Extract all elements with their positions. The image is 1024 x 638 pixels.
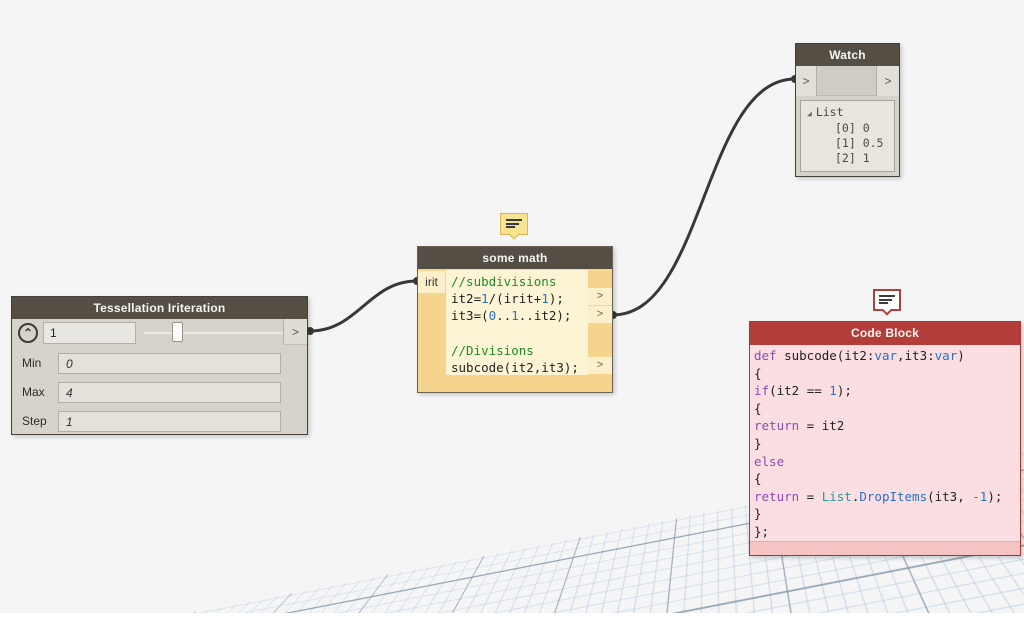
code-line: { bbox=[754, 365, 1020, 383]
slider-track[interactable] bbox=[144, 332, 284, 334]
watch-list-root[interactable]: ◢ List bbox=[807, 105, 894, 121]
max-row: Max bbox=[12, 382, 307, 403]
code-body: irit //subdivisionsit2=1/(irit+1);it3=(0… bbox=[418, 269, 612, 393]
code-line: return = it2 bbox=[754, 417, 1020, 435]
step-input[interactable] bbox=[58, 411, 281, 432]
step-row: Step bbox=[12, 411, 307, 432]
code-line: it3=(0..1..it2); bbox=[451, 307, 588, 324]
note-icon[interactable] bbox=[500, 213, 528, 237]
slider-row: ⌃ bbox=[12, 319, 307, 347]
output-port-2[interactable]: > bbox=[588, 357, 612, 374]
node-title-bar[interactable]: Tessellation Iriteration bbox=[12, 297, 307, 319]
wire-slider-to-math[interactable] bbox=[310, 281, 417, 331]
watch-list-panel[interactable]: ◢ List [0] 0[1] 0.5[2] 1 bbox=[800, 100, 895, 172]
code-line: //Divisions bbox=[451, 342, 588, 359]
min-row: Min bbox=[12, 353, 307, 374]
watch-items: [0] 0[1] 0.5[2] 1 bbox=[807, 121, 894, 166]
step-label: Step bbox=[22, 414, 47, 428]
watch-list-item: [0] 0 bbox=[807, 121, 894, 136]
slider-value-input[interactable] bbox=[43, 322, 136, 344]
code-line: { bbox=[754, 470, 1020, 488]
node-code-block[interactable]: Code Block def subcode(it2:var,it3:var){… bbox=[749, 321, 1021, 556]
max-label: Max bbox=[22, 385, 45, 399]
code-line: { bbox=[754, 400, 1020, 418]
code-block-footer bbox=[750, 541, 1020, 555]
input-port-irit[interactable]: irit bbox=[418, 271, 445, 293]
code-block-code[interactable]: def subcode(it2:var,it3:var){if(it2 == 1… bbox=[750, 345, 1020, 541]
code-line bbox=[451, 325, 588, 342]
slider-handle[interactable] bbox=[172, 322, 183, 342]
node-title-bar[interactable]: Code Block bbox=[750, 322, 1020, 345]
watch-root-label: List bbox=[816, 105, 844, 119]
expand-triangle-icon[interactable]: ◢ bbox=[807, 109, 812, 118]
code-line: return = List.DropItems(it3, -1); bbox=[754, 488, 1020, 506]
code-line: else bbox=[754, 453, 1020, 471]
node-tessellation-slider[interactable]: Tessellation Iriteration ⌃ > Min Max Ste… bbox=[11, 296, 308, 435]
output-port-0[interactable]: > bbox=[588, 288, 612, 305]
watch-list-item: [2] 1 bbox=[807, 151, 894, 166]
watch-output-port[interactable]: > bbox=[876, 66, 899, 96]
watch-port-row: > > bbox=[796, 66, 899, 96]
code-line: } bbox=[754, 435, 1020, 453]
min-label: Min bbox=[22, 356, 41, 370]
node-graph-canvas[interactable]: Tessellation Iriteration ⌃ > Min Max Ste… bbox=[0, 0, 1024, 613]
code-line: subcode(it2,it3); bbox=[451, 359, 588, 376]
output-port-1[interactable]: > bbox=[588, 306, 612, 323]
node-title-bar[interactable]: Watch bbox=[796, 44, 899, 66]
code-line: def subcode(it2:var,it3:var) bbox=[754, 347, 1020, 365]
watch-input-port[interactable]: > bbox=[796, 66, 817, 96]
max-input[interactable] bbox=[58, 382, 281, 403]
watch-list-item: [1] 0.5 bbox=[807, 136, 894, 151]
code-line: it2=1/(irit+1); bbox=[451, 290, 588, 307]
collapse-chevron-icon[interactable]: ⌃ bbox=[18, 323, 38, 343]
code-line: //subdivisions bbox=[451, 273, 588, 290]
code-line: } bbox=[754, 505, 1020, 523]
code-line: if(it2 == 1); bbox=[754, 382, 1020, 400]
wire-math-to-watch[interactable] bbox=[613, 79, 795, 315]
note-icon[interactable] bbox=[873, 289, 901, 313]
slider-output-port[interactable]: > bbox=[283, 319, 307, 345]
min-input[interactable] bbox=[58, 353, 281, 374]
node-title-bar[interactable]: some math bbox=[418, 247, 612, 269]
code-line: }; bbox=[754, 523, 1020, 541]
node-some-math[interactable]: some math irit //subdivisionsit2=1/(irit… bbox=[417, 246, 613, 393]
node-watch[interactable]: Watch > > ◢ List [0] 0[1] 0.5[2] 1 bbox=[795, 43, 900, 177]
some-math-code[interactable]: //subdivisionsit2=1/(irit+1);it3=(0..1..… bbox=[446, 270, 588, 375]
